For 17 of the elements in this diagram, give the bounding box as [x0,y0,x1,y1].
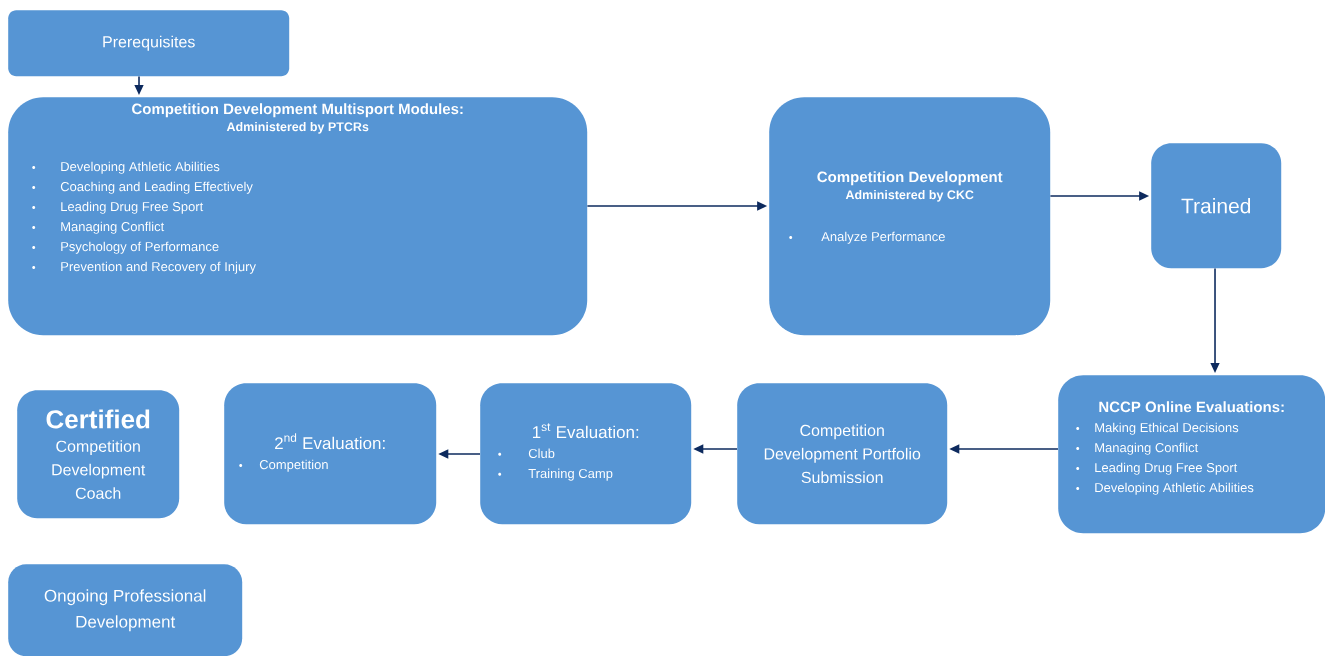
process-box: Trained [1151,143,1282,269]
arrow [1049,191,1150,201]
process-box: Competition Development Multisport Modules: Administered by PTCRs Developing Athletic Abilities Coaching and Leading Effectively Leading Drug Free Sport Managing Conflict Psychology of Performance Prevention and Recovery of Injury [8,97,588,336]
process-box: Ongoing Professional Development [8,564,243,656]
process-box: $\text{1}^{\text{st}}\text{ Evaluation:}$ Club Training Camp [480,383,692,525]
process-box: NCCP Online Evaluations: Making Ethical Decisions Managing Conflict Leading Drug Free Sport Developing Athletic Abilities [1058,375,1325,534]
process-box: Prerequisites [8,10,290,77]
process-box: $\text{2}^{\text{nd}}\text{ Evaluation:}$ Competition [224,383,437,525]
process-box: Competition Development Portfolio Submission [737,383,948,525]
arrow [134,75,144,96]
process-box: Certified Competition Development Coach [17,390,180,519]
arrow [949,444,1059,454]
arrow [586,201,768,211]
arrow [438,449,481,459]
arrow [1210,267,1220,374]
process-box: Competition Development Administered by CKC Analyze Performance [769,97,1051,336]
arrow [693,444,738,454]
